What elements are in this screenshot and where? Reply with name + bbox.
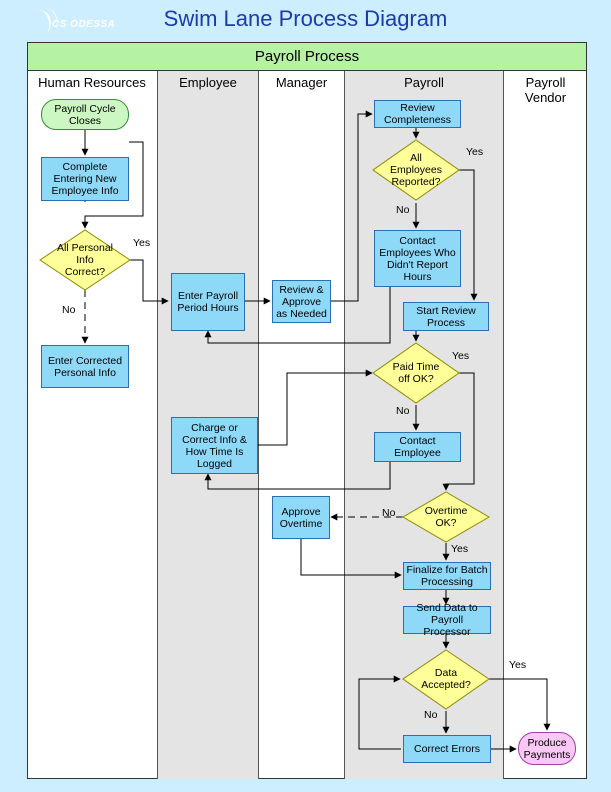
arrow-personal-yes <box>130 259 169 305</box>
diamond-all-employees <box>372 139 460 201</box>
diamond-data-accepted <box>402 649 490 710</box>
diamond-all-personal-info <box>39 229 131 291</box>
arrow-charge-to-pto <box>258 369 373 446</box>
node-charge-correct: Charge or Correct Info & How Time Is Log… <box>171 417 258 474</box>
label-overtime-yes: Yes <box>451 543 469 555</box>
node-enter-corrected: Enter Corrected Personal Info <box>41 345 129 388</box>
lane-payroll-vendor: Payroll Vendor <box>504 71 587 779</box>
label-pto-no: No <box>396 405 410 417</box>
label-allemp-no: No <box>396 204 410 216</box>
lane-title-payroll: Payroll <box>404 75 444 90</box>
label-personal-yes: Yes <box>133 237 151 249</box>
label-accepted-no: No <box>424 709 438 721</box>
node-review-completeness: Review Completeness <box>374 100 461 128</box>
label-accepted-yes: Yes <box>509 659 527 671</box>
node-contact-employees: Contact Employees Who Didn't Report Hour… <box>374 230 461 287</box>
label-personal-no: No <box>62 304 76 316</box>
label-overtime-no: No <box>382 507 396 519</box>
node-complete-entering: Complete Entering New Employee Info <box>41 157 129 201</box>
decision-all-personal-info: All Personal Info Correct? <box>56 242 114 278</box>
node-payroll-cycle-closes: Payroll Cycle Closes <box>41 99 129 130</box>
diamond-paid-time-off <box>372 342 460 404</box>
arrow-errors-loop <box>358 675 401 750</box>
lane-title-employee: Employee <box>179 75 237 90</box>
arrow-allemp-yes <box>459 169 478 301</box>
node-enter-payroll-hours: Enter Payroll Period Hours <box>171 273 245 331</box>
node-review-approve: Review & Approve as Needed <box>272 280 331 323</box>
diamond-overtime <box>402 491 490 543</box>
node-contact-employee: Contact Employee <box>374 432 461 462</box>
decision-data-accepted: Data Accepted? <box>421 667 471 691</box>
arrow-contactemp-to-charge <box>204 462 391 490</box>
node-finalize-batch: Finalize for Batch Processing <box>403 562 491 590</box>
node-start-review: Start Review Process <box>403 302 489 331</box>
arrow-pto-yes <box>442 372 475 491</box>
decision-overtime: Overtime OK? <box>424 505 468 529</box>
lane-title-human-resources: Human Resources <box>38 75 146 90</box>
arrow-cycle-right-loop <box>81 141 144 229</box>
pool-header: Payroll Process <box>27 42 587 71</box>
node-send-data: Send Data to Payroll Processor <box>403 602 491 638</box>
arrow-contact-to-hours <box>204 286 391 344</box>
node-produce-payments: Produce Payments <box>518 732 576 765</box>
lane-manager: Manager <box>259 71 345 779</box>
lane-title-payroll-vendor: Payroll Vendor <box>524 75 567 105</box>
lane-human-resources: Human Resources <box>27 71 158 779</box>
decision-all-employees: All Employees Reported? <box>390 152 442 188</box>
decision-paid-time-off: Paid Time off OK? <box>392 361 440 385</box>
node-approve-overtime: Approve Overtime <box>272 496 330 539</box>
arrow-accepted-yes <box>489 678 551 731</box>
node-correct-errors: Correct Errors <box>403 735 491 763</box>
arrow-approveot-to-finalize <box>300 539 402 579</box>
page-title: Swim Lane Process Diagram <box>163 6 448 31</box>
label-pto-yes: Yes <box>452 350 470 362</box>
arrow-approve-to-completeness <box>331 110 373 302</box>
label-allemp-yes: Yes <box>466 146 484 158</box>
logo-text: CS ODESSA <box>52 19 116 30</box>
lane-title-manager: Manager <box>275 75 328 90</box>
